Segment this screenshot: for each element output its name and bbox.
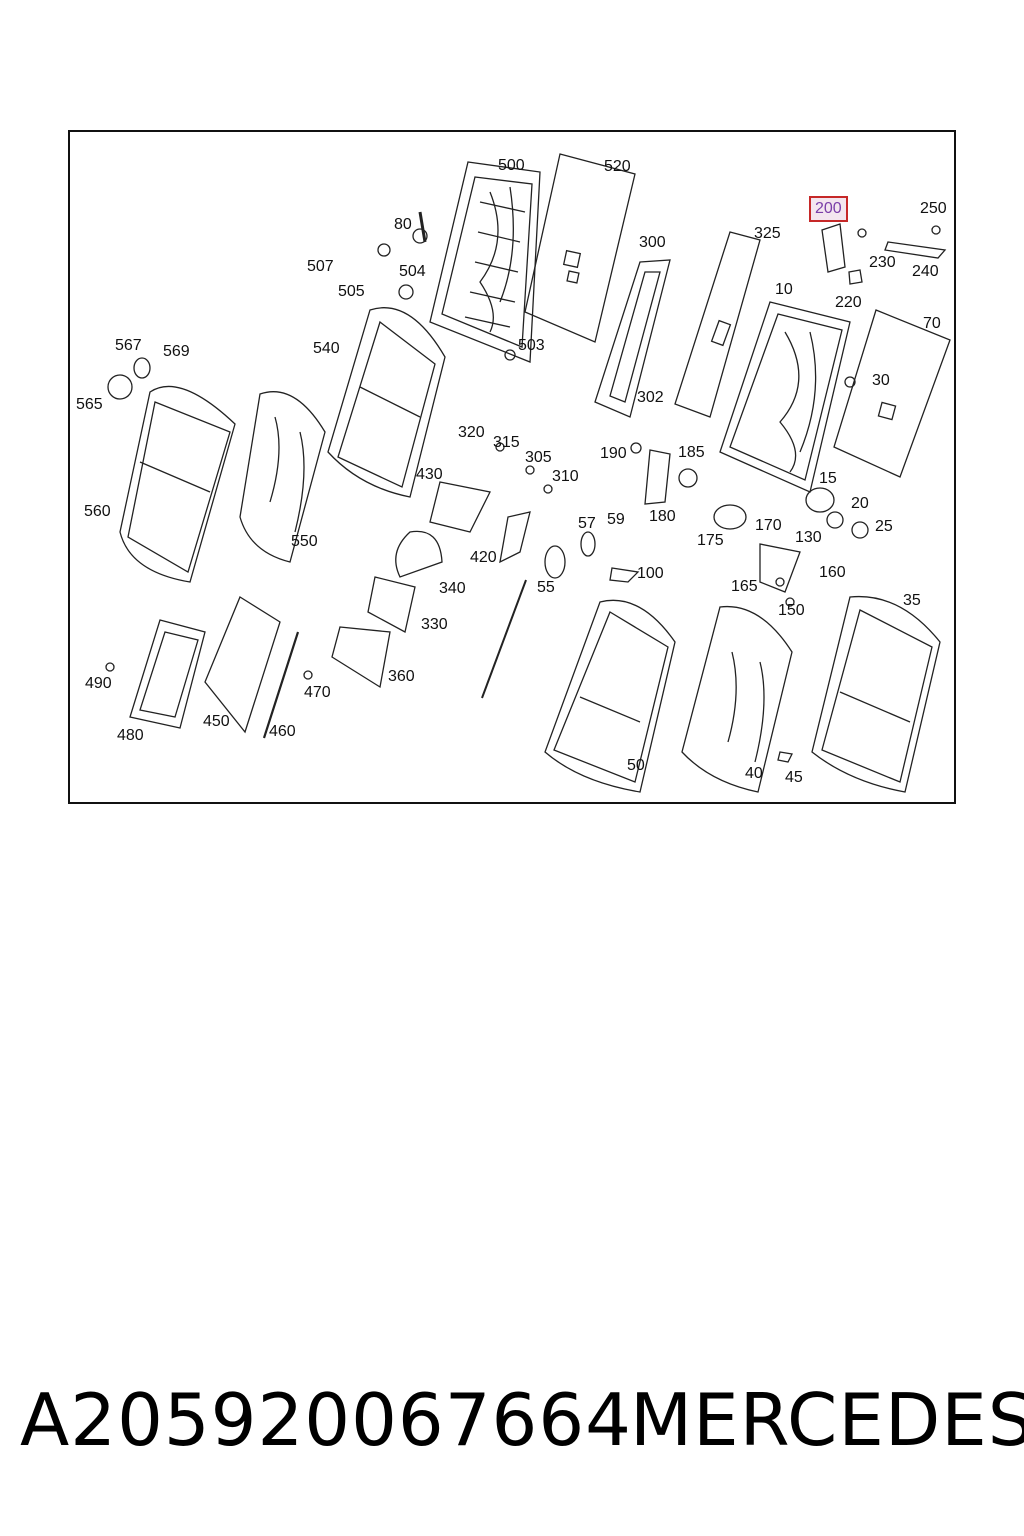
- panel-325: [674, 231, 761, 418]
- callout-45[interactable]: 45: [785, 769, 803, 786]
- callout-175[interactable]: 175: [697, 532, 724, 549]
- callout-185[interactable]: 185: [678, 444, 705, 461]
- cover-550: [239, 391, 326, 563]
- exploded-seat-diagram: [105, 153, 951, 793]
- panel-70: [833, 309, 951, 478]
- part-175: [713, 504, 747, 530]
- disc-55: [544, 545, 566, 579]
- part-185: [678, 468, 698, 488]
- callout-567[interactable]: 567: [115, 337, 142, 354]
- callout-15[interactable]: 15: [819, 470, 837, 487]
- callout-360[interactable]: 360: [388, 668, 415, 685]
- brand-label: MERCEDES: [630, 1378, 1024, 1462]
- bracket-200: [821, 223, 846, 273]
- seat-cushion-50: [544, 599, 676, 793]
- backrest-cushion-540: [327, 307, 446, 498]
- callout-40[interactable]: 40: [745, 765, 763, 782]
- callout-550[interactable]: 550: [291, 533, 318, 550]
- mount-180: [644, 449, 671, 505]
- callout-165[interactable]: 165: [731, 578, 758, 595]
- shell-330: [367, 576, 416, 633]
- disc-565: [107, 374, 133, 400]
- callout-305[interactable]: 305: [525, 449, 552, 466]
- callout-560[interactable]: 560: [84, 503, 111, 520]
- seat-panel-520: [524, 153, 636, 343]
- callout-565[interactable]: 565: [76, 396, 103, 413]
- callout-520[interactable]: 520: [604, 158, 631, 175]
- callout-503[interactable]: 503: [518, 337, 545, 354]
- callout-20[interactable]: 20: [851, 495, 869, 512]
- armrest-480: [129, 619, 206, 729]
- callout-70[interactable]: 70: [923, 315, 941, 332]
- callout-35[interactable]: 35: [903, 592, 921, 609]
- callout-569[interactable]: 569: [163, 343, 190, 360]
- callout-80[interactable]: 80: [394, 216, 412, 233]
- callout-470[interactable]: 470: [304, 684, 331, 701]
- callout-130[interactable]: 130: [795, 529, 822, 546]
- callout-25[interactable]: 25: [875, 518, 893, 535]
- callout-540[interactable]: 540: [313, 340, 340, 357]
- backrest-cushion-35: [811, 595, 941, 793]
- callout-150[interactable]: 150: [778, 602, 805, 619]
- shell-340: [395, 530, 443, 578]
- callout-170[interactable]: 170: [755, 517, 782, 534]
- callout-220[interactable]: 220: [835, 294, 862, 311]
- callout-460[interactable]: 460: [269, 723, 296, 740]
- seat-cushion-560: [119, 385, 236, 583]
- part-165: [759, 543, 801, 593]
- callout-59[interactable]: 59: [607, 511, 625, 528]
- callout-320[interactable]: 320: [458, 424, 485, 441]
- part-25: [851, 521, 869, 539]
- callout-310[interactable]: 310: [552, 468, 579, 485]
- part-15: [805, 487, 835, 513]
- strip-460: [262, 631, 300, 739]
- disc-567: [133, 357, 151, 379]
- callout-50[interactable]: 50: [627, 757, 645, 774]
- callout-200[interactable]: 200: [809, 196, 848, 222]
- callout-430[interactable]: 430: [416, 466, 443, 483]
- shell-360: [331, 626, 391, 689]
- backrest-frame-right: [719, 301, 851, 493]
- bracket-420: [499, 511, 531, 564]
- callout-505[interactable]: 505: [338, 283, 365, 300]
- callout-325[interactable]: 325: [754, 225, 781, 242]
- callout-55[interactable]: 55: [537, 579, 555, 596]
- callout-340[interactable]: 340: [439, 580, 466, 597]
- parts-diagram-frame: [68, 130, 956, 804]
- rail-300: [594, 259, 671, 418]
- callout-420[interactable]: 420: [470, 549, 497, 566]
- caption-bar: A205920067664 MERCEDES: [0, 1378, 1024, 1468]
- callout-190[interactable]: 190: [600, 445, 627, 462]
- cover-430: [429, 481, 491, 533]
- callout-504[interactable]: 504: [399, 263, 426, 280]
- clip-100: [609, 567, 640, 583]
- callout-490[interactable]: 490: [85, 675, 112, 692]
- callout-480[interactable]: 480: [117, 727, 144, 744]
- callout-240[interactable]: 240: [912, 263, 939, 280]
- callout-507[interactable]: 507: [307, 258, 334, 275]
- callout-10[interactable]: 10: [775, 281, 793, 298]
- callout-180[interactable]: 180: [649, 508, 676, 525]
- callout-160[interactable]: 160: [819, 564, 846, 581]
- callout-450[interactable]: 450: [203, 713, 230, 730]
- rod-55: [481, 579, 527, 699]
- callout-315[interactable]: 315: [493, 434, 520, 451]
- callout-500[interactable]: 500: [498, 157, 525, 174]
- callout-302[interactable]: 302: [637, 389, 664, 406]
- callout-230[interactable]: 230: [869, 254, 896, 271]
- cover-40: [681, 605, 793, 793]
- callout-250[interactable]: 250: [920, 200, 947, 217]
- callout-300[interactable]: 300: [639, 234, 666, 251]
- part-number-label: A205920067664: [20, 1378, 632, 1462]
- callout-30[interactable]: 30: [872, 372, 890, 389]
- backrest-frame-left: [429, 161, 541, 363]
- callout-57[interactable]: 57: [578, 515, 596, 532]
- callout-330[interactable]: 330: [421, 616, 448, 633]
- bracket-450: [204, 596, 281, 734]
- part-20: [826, 511, 844, 529]
- callout-100[interactable]: 100: [637, 565, 664, 582]
